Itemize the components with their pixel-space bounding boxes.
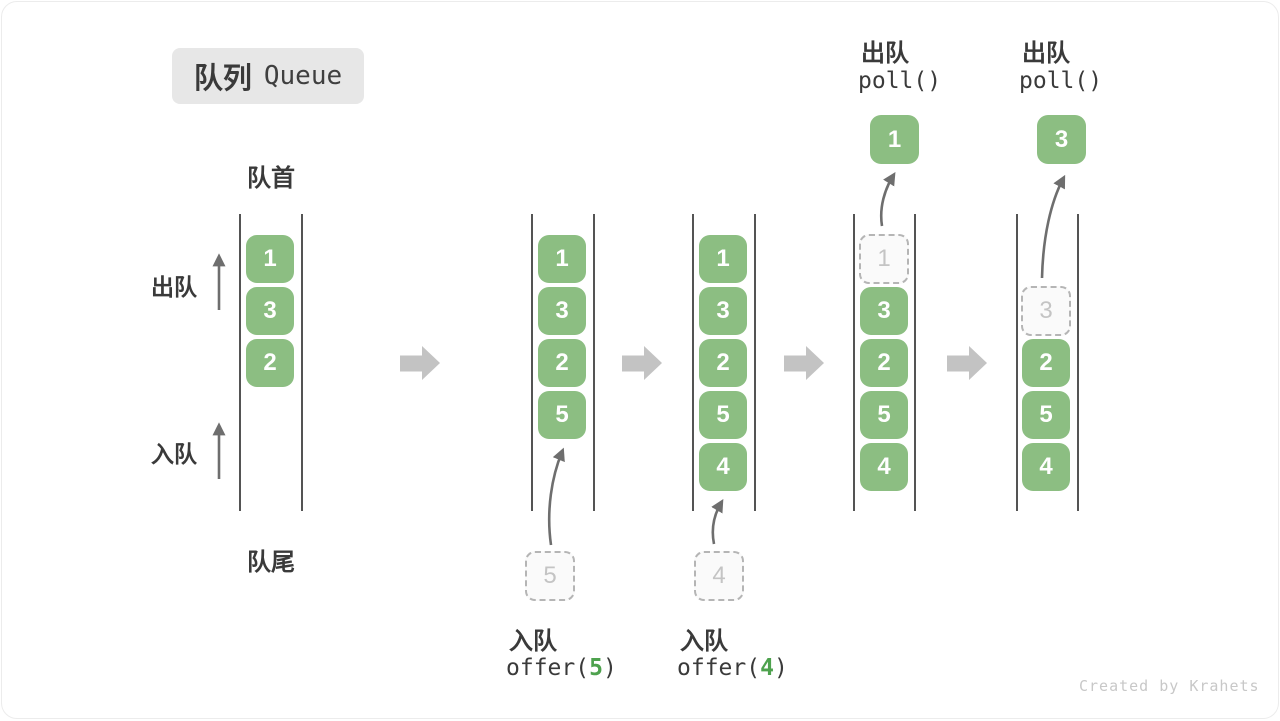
incoming-item: 4 [694, 551, 744, 601]
call-post: ) [602, 655, 617, 681]
offer-call-label: offer(4) [677, 655, 788, 681]
queue-wall [593, 214, 595, 511]
queue-item: 2 [246, 339, 294, 387]
call-pre: offer( [506, 655, 590, 681]
queue-item: 1 [699, 235, 747, 283]
poll-call-label: poll() [1019, 68, 1103, 94]
queue-item: 5 [699, 391, 747, 439]
dequeue-op-label: 出队 [1022, 40, 1070, 67]
removed-item: 3 [1021, 286, 1071, 336]
queue-item: 4 [1022, 443, 1070, 491]
queue-item: 5 [1022, 391, 1070, 439]
enqueue-op-label: 入队 [680, 628, 728, 655]
queue-front-label: 队首 [247, 165, 295, 192]
title-box: 队列 Queue [172, 48, 364, 104]
poll-1-arrow [879, 172, 896, 227]
dequeue-op-label: 出队 [861, 40, 909, 67]
queue-item: 4 [860, 443, 908, 491]
title-en: Queue [263, 61, 343, 91]
queue-item: 3 [860, 287, 908, 335]
queue-wall [853, 214, 855, 511]
queue-wall [914, 214, 916, 511]
call-post: ) [773, 655, 788, 681]
queue-wall [1016, 214, 1018, 511]
poll-call-label: poll() [858, 68, 942, 94]
polled-item: 1 [870, 115, 919, 164]
queue-item: 3 [699, 287, 747, 335]
enqueue-label: 入队 [151, 441, 197, 467]
queue-item: 5 [860, 391, 908, 439]
queue-item: 5 [538, 391, 586, 439]
queue-wall [301, 214, 303, 511]
queue-rear-label: 队尾 [247, 549, 295, 576]
queue-item: 1 [246, 235, 294, 283]
queue-wall [239, 214, 241, 511]
queue-wall [754, 214, 756, 511]
queue-item: 2 [538, 339, 586, 387]
call-pre: offer( [677, 655, 761, 681]
queue-item: 2 [1022, 339, 1070, 387]
queue-item: 1 [538, 235, 586, 283]
queue-item: 3 [246, 287, 294, 335]
queue-wall [531, 214, 533, 511]
offer-5-arrow [547, 447, 565, 546]
removed-item: 1 [859, 234, 909, 284]
queue-wall [692, 214, 694, 511]
state-transition-arrow [947, 346, 987, 380]
state-transition-arrow [400, 346, 440, 380]
dequeue-label: 出队 [151, 274, 197, 300]
queue-item: 4 [699, 443, 747, 491]
poll-3-arrow [1040, 174, 1066, 279]
offer-4-arrow [711, 498, 724, 545]
state-transition-arrow [784, 346, 824, 380]
enqueue-op-label: 入队 [509, 628, 557, 655]
queue-item: 2 [699, 339, 747, 387]
queue-item: 2 [860, 339, 908, 387]
state-transition-arrow [622, 346, 662, 380]
call-arg: 4 [760, 655, 774, 681]
polled-item: 3 [1037, 115, 1086, 164]
watermark: Created by Krahets [1079, 677, 1260, 695]
offer-call-label: offer(5) [506, 655, 617, 681]
incoming-item: 5 [525, 551, 575, 601]
queue-item: 3 [538, 287, 586, 335]
queue-wall [1077, 214, 1079, 511]
call-arg: 5 [589, 655, 603, 681]
title-zh: 队列 [193, 63, 252, 95]
